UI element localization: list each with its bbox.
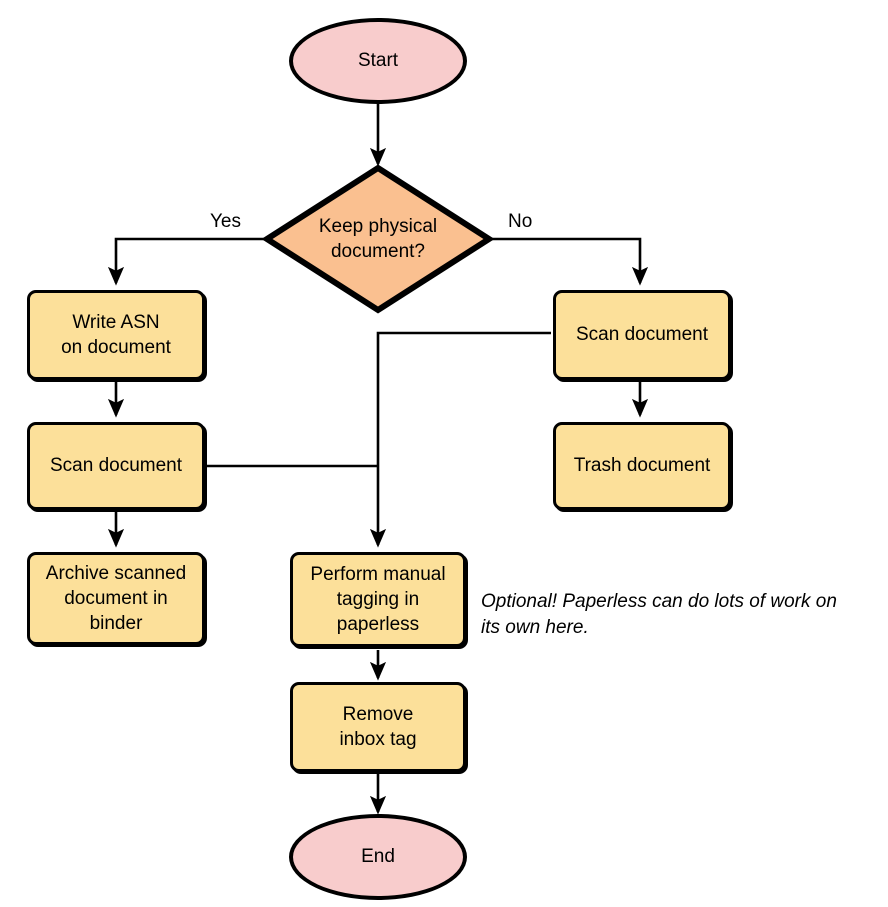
- edge-yes-to-write-asn: [107, 237, 268, 286]
- node-end-label: End: [361, 846, 395, 868]
- node-scan-document-right-label: Scan document: [575, 324, 709, 346]
- node-scan-document-left[interactable]: Scan document: [27, 422, 205, 510]
- annotation-optional-note: Optional! Paperless can do lots of work …: [481, 591, 837, 638]
- edge-no-to-scan-right: [488, 237, 649, 286]
- node-write-asn-label: Write ASN on document: [61, 311, 171, 358]
- node-decision-keep-physical-document[interactable]: Keep physical document?: [263, 164, 493, 314]
- node-scan-document-left-label: Scan document: [49, 455, 183, 477]
- node-remove-inbox-tag[interactable]: Remove inbox tag: [290, 682, 466, 772]
- node-trash-document-label: Trash document: [573, 455, 711, 477]
- node-archive-label: Archive scanned document in binder: [45, 562, 187, 635]
- node-start-label: Start: [357, 50, 399, 72]
- node-perform-manual-tagging[interactable]: Perform manual tagging in paperless: [290, 552, 466, 647]
- node-tagging-label: Perform manual tagging in paperless: [310, 563, 446, 636]
- node-end[interactable]: End: [289, 814, 467, 900]
- node-scan-document-right[interactable]: Scan document: [553, 290, 731, 380]
- node-archive-scanned-document[interactable]: Archive scanned document in binder: [27, 552, 205, 645]
- node-remove-tag-label: Remove inbox tag: [339, 703, 417, 750]
- edge-label-no: No: [508, 211, 533, 232]
- diamond-shape: [263, 164, 493, 314]
- node-write-asn-on-document[interactable]: Write ASN on document: [27, 290, 205, 380]
- edge-scan-right-to-tagging: [369, 331, 551, 548]
- node-trash-document[interactable]: Trash document: [553, 422, 731, 510]
- node-start[interactable]: Start: [289, 18, 467, 104]
- edge-label-yes: Yes: [210, 211, 241, 232]
